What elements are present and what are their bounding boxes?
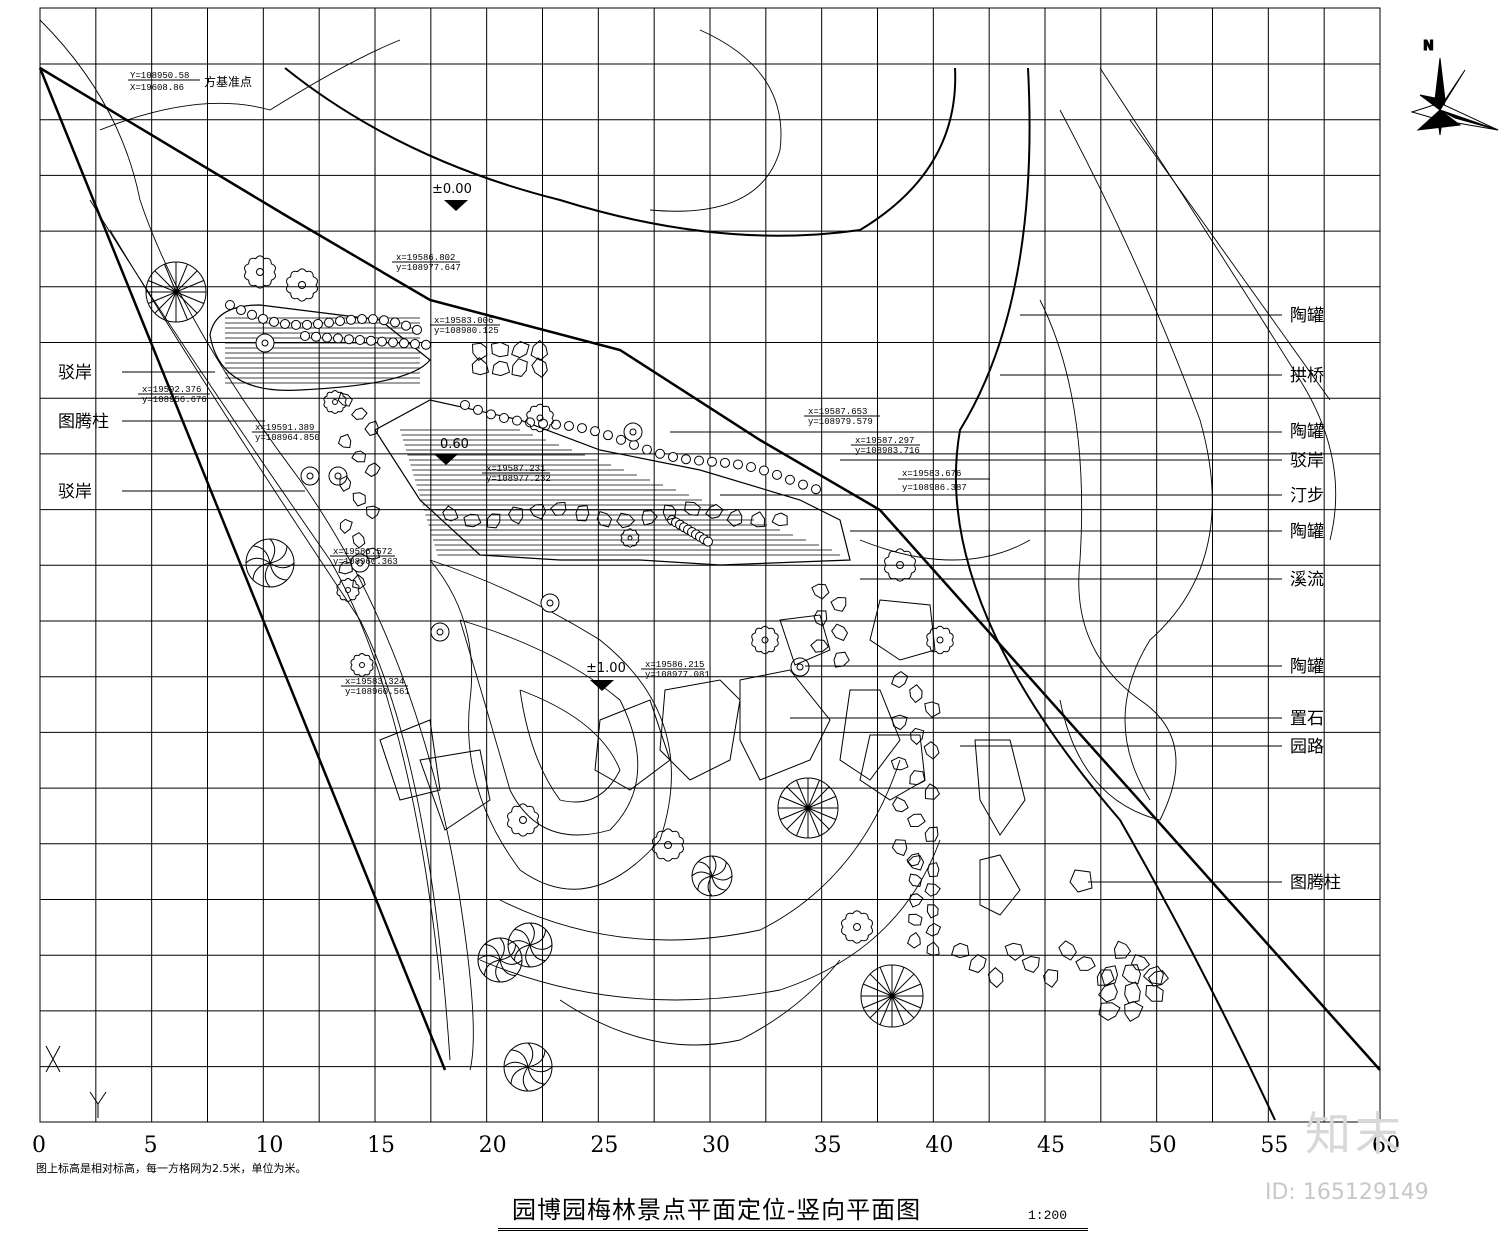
grid xyxy=(39,7,1381,1123)
contour-lines xyxy=(39,19,1337,1071)
svg-text:y=108979.579: y=108979.579 xyxy=(808,417,873,427)
base-point-annotation: Y=108950.58 X=19608.86 方基准点 xyxy=(128,71,252,93)
right-leaders xyxy=(670,314,1282,883)
svg-text:y=108977.647: y=108977.647 xyxy=(396,263,461,273)
x-tick-label: 45 xyxy=(1037,1133,1065,1158)
svg-text:x=19586.572: x=19586.572 xyxy=(333,547,392,557)
x-tick-label: 60 xyxy=(1372,1133,1400,1158)
base-point-x: X=19608.86 xyxy=(130,83,184,93)
title-underline xyxy=(498,1188,1088,1231)
svg-text:x=19583.676: x=19583.676 xyxy=(902,469,961,479)
svg-text:y=108980.125: y=108980.125 xyxy=(434,326,499,336)
x-tick-label: 55 xyxy=(1260,1133,1288,1158)
left-labels xyxy=(122,371,305,492)
x-tick-label: 0 xyxy=(32,1133,46,1158)
watermark-logo: 知末 xyxy=(1305,1107,1405,1161)
right-label: 驳岸 xyxy=(1290,451,1324,471)
north-arrow: N xyxy=(1410,39,1499,136)
right-label: 图腾柱 xyxy=(1290,873,1341,893)
x-tick-label: 5 xyxy=(144,1133,158,1158)
svg-text:y=108960.363: y=108960.363 xyxy=(333,557,398,567)
right-label: 陶罐 xyxy=(1290,422,1324,442)
paving-stones xyxy=(337,339,1169,1022)
svg-text:x=19583.006: x=19583.006 xyxy=(434,316,493,326)
x-tick-label: 30 xyxy=(702,1133,730,1158)
svg-text:y=108960.561: y=108960.561 xyxy=(345,687,410,697)
svg-text:x=19587.653: x=19587.653 xyxy=(808,407,867,417)
drawing-scale: 1:200 xyxy=(1028,1208,1068,1223)
coord-7: x=19583.676 y=108986.387 xyxy=(898,469,990,493)
watermark-id: ID: 165129149 xyxy=(1265,1180,1429,1205)
svg-text:y=108977.232: y=108977.232 xyxy=(486,474,551,484)
x-tick-label: 10 xyxy=(255,1133,283,1158)
elevation-label: ±0.00 xyxy=(432,182,472,197)
trees xyxy=(145,255,954,1092)
svg-text:y=108964.850: y=108964.850 xyxy=(255,433,320,443)
x-tick-label: 20 xyxy=(479,1133,507,1158)
svg-text:y=108956.676: y=108956.676 xyxy=(142,395,207,405)
x-axis-ticks: 0 5 10 15 20 25 30 35 40 45 50 55 60 xyxy=(32,1133,1400,1158)
right-label: 拱桥 xyxy=(1290,366,1324,386)
right-label: 溪流 xyxy=(1290,570,1324,590)
svg-text:y=108986.387: y=108986.387 xyxy=(902,483,967,493)
x-tick-label: 50 xyxy=(1149,1133,1177,1158)
base-point-label: 方基准点 xyxy=(204,74,252,89)
left-label-text: 驳岸 图腾柱 驳岸 xyxy=(58,363,109,502)
elevation-label: ±1.00 xyxy=(586,661,626,676)
axis-markers xyxy=(45,1045,107,1118)
x-tick-label: 25 xyxy=(590,1133,618,1158)
right-label-text: 陶罐 拱桥 陶罐 驳岸 汀步 陶罐 溪流 陶罐 置石 园路 图腾柱 xyxy=(1290,306,1341,893)
elevation-markers: ±0.00 0.60 ±1.00 xyxy=(432,182,626,691)
drawing-title: 园博园梅林景点平面定位-竖向平面图 xyxy=(512,1196,922,1224)
right-label: 陶罐 xyxy=(1290,306,1324,326)
svg-text:x=19583.324: x=19583.324 xyxy=(345,677,404,687)
north-label: N xyxy=(1423,39,1434,54)
elevation-label: 0.60 xyxy=(440,437,469,452)
right-label: 陶罐 xyxy=(1290,657,1324,677)
svg-text:y=108983.716: y=108983.716 xyxy=(855,446,920,456)
svg-text:y=108977.081: y=108977.081 xyxy=(645,670,710,680)
right-label: 园路 xyxy=(1290,737,1324,757)
svg-text:x=19586.215: x=19586.215 xyxy=(645,660,704,670)
left-label: 驳岸 xyxy=(58,482,92,502)
stepping-stones xyxy=(225,300,821,677)
right-label: 陶罐 xyxy=(1290,522,1324,542)
svg-text:x=19586.802: x=19586.802 xyxy=(396,253,455,263)
right-label: 置石 xyxy=(1290,709,1324,729)
pond-hatching xyxy=(225,317,840,556)
svg-text:x=19592.376: x=19592.376 xyxy=(142,385,201,395)
svg-text:x=19587.231: x=19587.231 xyxy=(486,464,545,474)
svg-text:x=19591.389: x=19591.389 xyxy=(255,423,314,433)
base-point-y: Y=108950.58 xyxy=(130,71,189,81)
x-tick-label: 35 xyxy=(814,1133,842,1158)
right-label: 汀步 xyxy=(1290,486,1324,506)
site-boundary xyxy=(38,66,1381,1121)
drawing-note: 图上标高是相对标高，每一方格网为2.5米，单位为米。 xyxy=(36,1162,307,1175)
svg-text:x=19587.297: x=19587.297 xyxy=(855,436,914,446)
left-label: 驳岸 xyxy=(58,363,92,383)
x-tick-label: 40 xyxy=(925,1133,953,1158)
rocks xyxy=(379,599,1093,916)
x-tick-label: 15 xyxy=(367,1133,395,1158)
left-label: 图腾柱 xyxy=(58,412,109,432)
